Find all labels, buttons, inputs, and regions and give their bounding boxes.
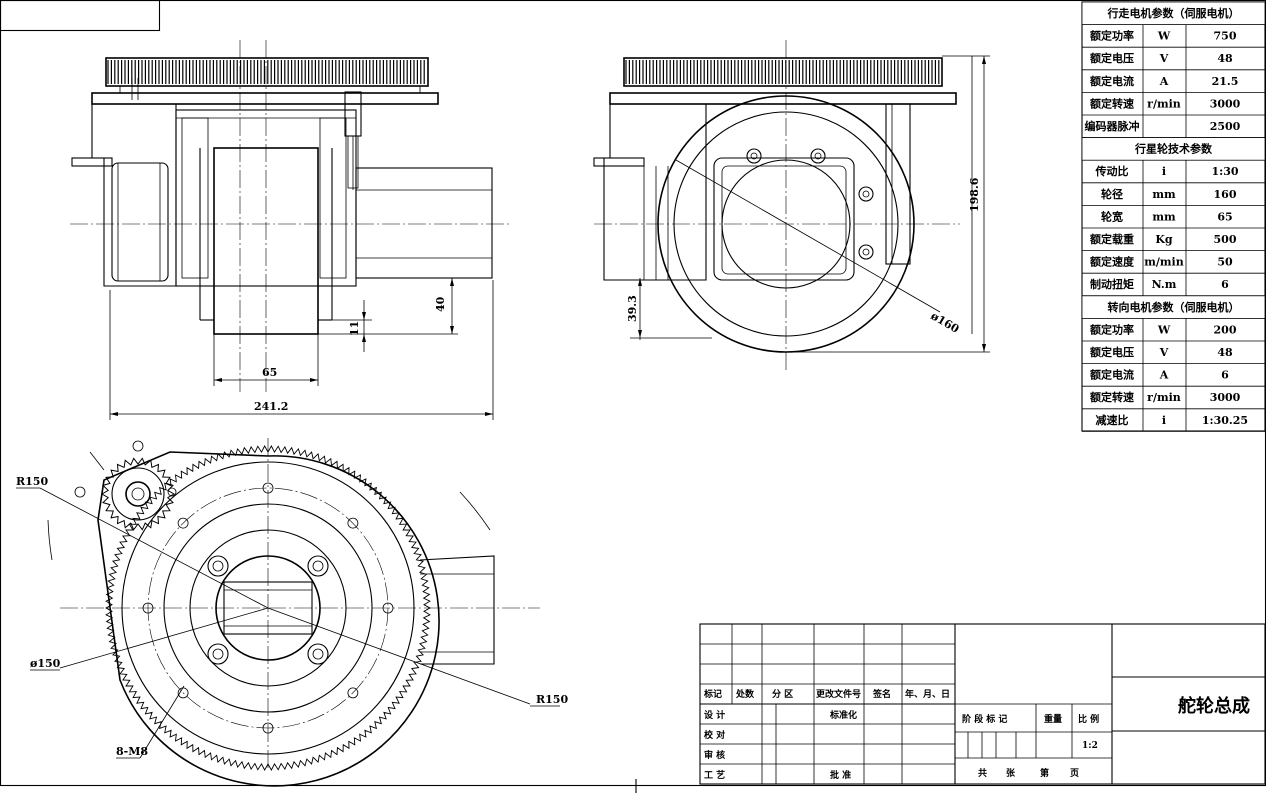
param-unit: N.m (1152, 278, 1177, 291)
param-name: 传动比 (1095, 164, 1129, 178)
tb-scale-label: 比 例 (1078, 713, 1099, 725)
param-unit: A (1159, 369, 1169, 382)
param-unit: r/min (1147, 97, 1181, 110)
tb-sheets-unit: 张 (1006, 767, 1016, 779)
tb-check: 校 对 (704, 729, 725, 741)
param-section-title: 转向电机参数（伺服电机） (1108, 300, 1240, 314)
tb-sheets-total: 共 (978, 767, 987, 779)
param-name: 额定转速 (1090, 96, 1134, 110)
tb-change-doc: 更改文件号 (816, 688, 861, 700)
param-unit: m/min (1144, 256, 1183, 269)
param-value: 6 (1221, 369, 1229, 382)
dim-overall-width: 241.2 (254, 400, 288, 413)
param-value: 50 (1217, 256, 1233, 269)
dim-height-11: 11 (348, 321, 361, 336)
param-name: 额定电压 (1090, 345, 1134, 359)
param-value: 3000 (1210, 97, 1241, 110)
tb-sheet-num: 第 (1040, 767, 1049, 779)
dim-total-height: 198.6 (968, 177, 981, 212)
tb-process: 工 艺 (704, 769, 725, 781)
param-value: 750 (1214, 30, 1237, 43)
gear-teeth-front (107, 60, 425, 84)
dim-wheel-width: 65 (262, 366, 277, 379)
param-value: 6 (1221, 278, 1229, 291)
param-name: 减速比 (1096, 413, 1129, 427)
tb-standardize: 标准化 (829, 709, 857, 721)
title-block: 标记 处数 分 区 更改文件号 签名 年、月、日 设 计 校 对 审 核 工 艺… (699, 623, 1266, 785)
param-unit: i (1162, 165, 1166, 178)
param-unit: r/min (1147, 391, 1181, 404)
param-name: 轮宽 (1101, 209, 1123, 223)
param-unit: i (1162, 414, 1166, 427)
param-value: 65 (1217, 210, 1232, 223)
param-value: 160 (1214, 188, 1237, 201)
drawing-title: 舵轮总成 (1178, 695, 1250, 717)
side-view: 39.3 198.6 ø160 (593, 40, 990, 370)
param-name: 轮径 (1101, 187, 1123, 201)
gear-ring-top (105, 445, 431, 771)
tb-date: 年、月、日 (905, 688, 950, 700)
param-name: 编码器脉冲 (1085, 119, 1140, 133)
param-unit: A (1159, 75, 1169, 88)
param-name: 额定电流 (1090, 368, 1134, 382)
tb-scale-value: 1:2 (1082, 741, 1098, 751)
top-view: R150 ø150 R150 8-M8 (16, 438, 568, 787)
param-name: 额定功率 (1090, 29, 1134, 43)
param-value: 21.5 (1212, 75, 1239, 88)
dim-r150-right: R150 (536, 693, 568, 706)
inner-bolts (207, 555, 329, 665)
pinion-gear (101, 457, 175, 531)
tb-weight: 重量 (1044, 713, 1062, 725)
tb-design: 设 计 (704, 709, 725, 721)
dim-r150-left: R150 (16, 475, 48, 488)
param-name: 额定转速 (1090, 390, 1134, 404)
param-name: 额定载重 (1090, 232, 1134, 246)
tb-approve: 批 准 (830, 769, 851, 781)
param-unit: V (1159, 346, 1169, 359)
tb-mark: 标记 (703, 688, 722, 700)
param-value: 48 (1217, 346, 1233, 359)
param-value: 1:30 (1211, 165, 1238, 178)
tb-sheet-page: 页 (1070, 768, 1079, 779)
param-value: 2500 (1210, 120, 1241, 133)
param-value: 48 (1217, 52, 1233, 65)
dim-height-40: 40 (434, 296, 447, 312)
tb-review: 审 核 (704, 749, 725, 761)
tb-count: 处数 (735, 688, 755, 700)
dim-diameter-160: ø160 (929, 309, 962, 336)
tb-zone: 分 区 (772, 688, 793, 700)
param-unit: Kg (1155, 233, 1173, 246)
param-section-title: 行走电机参数（伺服电机） (1107, 6, 1240, 20)
param-name: 额定速度 (1090, 255, 1135, 269)
param-unit: V (1159, 52, 1169, 65)
param-value: 500 (1214, 233, 1237, 246)
param-unit: mm (1152, 210, 1176, 223)
front-view: 65 241.2 40 11 (70, 40, 510, 420)
param-value: 3000 (1210, 391, 1241, 404)
tb-stage-mark: 阶 段 标 记 (962, 713, 1007, 725)
dim-height-39: 39.3 (626, 295, 639, 322)
param-unit: W (1157, 323, 1171, 336)
param-name: 额定功率 (1090, 322, 1134, 336)
tb-signature: 签名 (872, 688, 891, 700)
param-unit: mm (1152, 188, 1176, 201)
param-unit: W (1157, 30, 1171, 43)
gear-teeth-side (625, 60, 940, 84)
param-section-title: 行星轮技术参数 (1134, 142, 1213, 156)
param-name: 额定电压 (1090, 51, 1134, 65)
param-name: 制动扭矩 (1090, 277, 1134, 291)
param-name: 额定电流 (1090, 74, 1134, 88)
dim-diameter-150: ø150 (30, 657, 61, 670)
parameter-table: 行走电机参数（伺服电机） 额定功率 W 750 额定电压 V 48 额定电流 A 21.5 额定转速… (1081, 1, 1266, 432)
dim-bolts: 8-M8 (116, 745, 148, 758)
param-value: 200 (1214, 323, 1237, 336)
outer-holes (142, 482, 394, 734)
param-value: 1:30.25 (1202, 414, 1248, 427)
